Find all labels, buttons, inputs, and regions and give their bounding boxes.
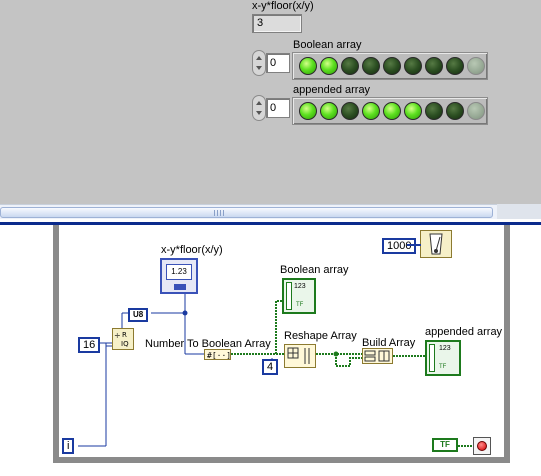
wire-reshape-branch: [335, 354, 362, 367]
led-8: [446, 57, 464, 75]
svg-text:÷: ÷: [114, 331, 121, 340]
led-5: [383, 102, 401, 120]
iteration-terminal: i: [62, 438, 75, 454]
scrollbar-thumb[interactable]: [0, 207, 493, 218]
boolean-array-leds: [292, 52, 488, 80]
numeric-indicator: 3: [252, 14, 302, 33]
constant-4-value: 4: [267, 361, 274, 373]
numeric-terminal-value: 1.23: [171, 267, 187, 276]
decrement-arrow-icon[interactable]: [256, 111, 262, 115]
led-3: [341, 102, 359, 120]
appended-array-index-input[interactable]: 0: [266, 98, 290, 118]
horizontal-scrollbar[interactable]: [0, 204, 497, 219]
wait-ms-icon[interactable]: [420, 230, 452, 258]
grip-icon: [214, 210, 226, 216]
led-4: [362, 57, 380, 75]
led-7: [425, 57, 443, 75]
increment-arrow-icon[interactable]: [256, 101, 262, 105]
junction-dot: [182, 310, 188, 316]
number-to-boolean-label: Number To Boolean Array: [145, 338, 271, 350]
build-array-label: Build Array: [362, 337, 416, 349]
led-9: [467, 57, 485, 75]
led-7: [425, 102, 443, 120]
u8-label: U8: [133, 310, 144, 319]
appended-array-terminal[interactable]: 123 TF: [425, 340, 461, 376]
svg-text:R: R: [122, 331, 127, 339]
stop-button-terminal[interactable]: TF: [432, 438, 458, 452]
boolean-array-index-input[interactable]: 0: [266, 53, 290, 73]
appended-array-index-value: 0: [270, 102, 277, 114]
boolean-array-terminal-label: Boolean array: [280, 264, 349, 276]
while-loop-border[interactable]: [53, 225, 510, 463]
svg-text:IQ: IQ: [121, 340, 129, 348]
iteration-label: i: [67, 440, 70, 452]
junction-dot: [333, 351, 339, 357]
constant-16-value: 16: [83, 339, 96, 351]
wait-constant[interactable]: 1000: [382, 238, 417, 254]
constant-4[interactable]: 4: [262, 359, 279, 375]
boolean-terminal-tf: TF: [296, 302, 304, 308]
boolean-array-label: Boolean array: [293, 39, 362, 51]
svg-text:#[··]: #[··]: [207, 351, 230, 359]
appended-array-label: appended array: [293, 84, 371, 96]
boolean-array-terminal[interactable]: 123 TF: [282, 278, 316, 314]
appended-terminal-value: 123: [439, 345, 451, 352]
window-divider: [0, 222, 541, 225]
reshape-label: Reshape Array: [284, 330, 357, 342]
led-1: [299, 57, 317, 75]
stop-label: TF: [440, 440, 450, 449]
appended-array-index-spinner[interactable]: [252, 95, 266, 121]
appended-terminal-tf: TF: [439, 364, 447, 370]
numeric-indicator-label: x-y*floor(x/y): [252, 0, 314, 12]
led-8: [446, 102, 464, 120]
led-2: [320, 102, 338, 120]
stop-circle-icon: [477, 441, 487, 451]
led-4: [362, 102, 380, 120]
u8-type-icon: [174, 284, 186, 290]
front-panel: x-y*floor(x/y) 3 Boolean array 0 appende…: [0, 0, 541, 204]
increment-arrow-icon[interactable]: [256, 56, 262, 60]
led-6: [404, 102, 422, 120]
numeric-indicator-value: 3: [257, 17, 264, 29]
boolean-terminal-value: 123: [294, 283, 306, 290]
led-9: [467, 102, 485, 120]
boolean-array-index-spinner[interactable]: [252, 50, 266, 76]
scroll-corner: [497, 204, 541, 219]
constant-16[interactable]: 16: [78, 337, 101, 353]
boolean-array-index-value: 0: [270, 57, 277, 69]
led-3: [341, 57, 359, 75]
led-6: [404, 57, 422, 75]
reshape-array-icon[interactable]: [284, 344, 316, 368]
wait-constant-value: 1000: [387, 240, 412, 252]
led-1: [299, 102, 317, 120]
led-2: [320, 57, 338, 75]
numeric-terminal[interactable]: 1.23: [160, 258, 198, 294]
appended-array-leds: [292, 97, 488, 125]
wire-wait: [407, 244, 421, 246]
numeric-terminal-label: x-y*floor(x/y): [161, 244, 223, 256]
led-5: [383, 57, 401, 75]
u8-conversion[interactable]: U8: [128, 308, 149, 322]
number-to-boolean-array-icon[interactable]: #[··]: [204, 349, 231, 360]
wire-to-boolean-array-indicator: [275, 300, 284, 354]
appended-array-terminal-label: appended array: [425, 326, 503, 338]
wire-stop: [458, 445, 474, 447]
stop-loop-condition[interactable]: [473, 437, 491, 455]
decrement-arrow-icon[interactable]: [256, 66, 262, 70]
build-array-icon[interactable]: [362, 348, 393, 364]
